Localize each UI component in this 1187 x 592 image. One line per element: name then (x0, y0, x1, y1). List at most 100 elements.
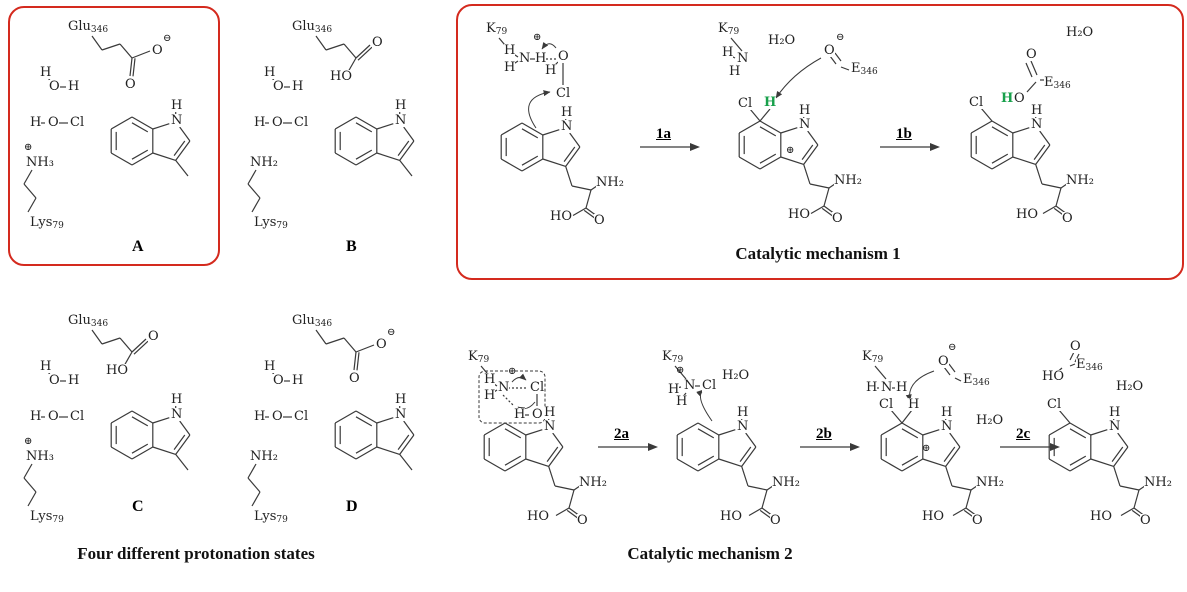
residue-subscript: 346 (972, 378, 990, 388)
residue-subscript: 346 (314, 25, 333, 35)
hydrogen-bond (502, 394, 515, 407)
carbonyl-o-label: O (832, 211, 843, 226)
residue-text: Glu (292, 19, 315, 34)
carboxyl-ho-label: HO (1016, 207, 1038, 222)
residue-text: Glu (68, 313, 91, 328)
amine-h-label: H (896, 380, 908, 395)
positive-charge: ⊕ (24, 142, 33, 153)
water-h-label: H (40, 65, 52, 80)
residue-text: Lys (30, 215, 53, 230)
glutamate-sidechain (91, 35, 151, 77)
e346-label: E346 (1076, 358, 1103, 373)
reaction-arrow-1a (639, 142, 701, 152)
carbonyl-o-label: O (1070, 339, 1081, 354)
indole-h-label: H (561, 105, 573, 120)
panel-letter-a: A (132, 238, 144, 255)
curved-electron-arrow (905, 370, 935, 402)
positive-charge: ⊕ (24, 436, 33, 447)
carbonyl-o-label: O (577, 513, 588, 528)
glu346-label: Glu346 (68, 19, 109, 35)
residue-subscript: 79 (871, 355, 884, 365)
indole-h-label: H (544, 405, 556, 420)
reaction-arrow-2c (999, 442, 1061, 452)
amine-h-label: H (729, 64, 741, 79)
water-formula-label: H₂O (1066, 25, 1094, 40)
chloro-indoleninium-structure (881, 416, 979, 520)
residue-text: Glu (68, 19, 91, 34)
indole-n-label: N (544, 419, 556, 434)
indole-h-label: H (395, 392, 407, 407)
indole-n-label: N (171, 407, 183, 422)
negative-charge: ⊖ (387, 327, 396, 338)
residue-subscript: 346 (314, 319, 333, 329)
water-o-label: O (273, 79, 284, 94)
glutamate-sidechain (315, 329, 375, 371)
carboxylate-o-label: O (824, 43, 835, 58)
caption-protonation-states: Four different protonation states (77, 544, 315, 563)
water-h-label: H (292, 373, 304, 388)
carbonyl-o-label: O (1140, 513, 1151, 528)
amine-h-label: H (535, 51, 547, 66)
amine-n-label: N (684, 378, 696, 393)
amine-label: NH₂ (834, 173, 862, 188)
curved-electron-arrow (517, 401, 536, 413)
glu346-label: Glu346 (292, 19, 333, 35)
hocl-h-label: H (30, 409, 42, 424)
indole-h-label: H (171, 98, 183, 113)
k79-label: K79 (662, 350, 684, 365)
chlorine-label: Cl (530, 380, 545, 395)
amine-n-label: N (881, 380, 893, 395)
lys79-label: Lys79 (30, 216, 64, 231)
amine-label: NH₂ (1144, 475, 1172, 490)
amine-label: NH₂ (772, 475, 800, 490)
panel-letter-b: B (346, 238, 357, 255)
curved-electron-arrow (696, 389, 713, 422)
positive-charge: ⊕ (676, 365, 685, 376)
step-label-2b: 2b (816, 426, 832, 442)
residue-text: K (468, 349, 478, 364)
residue-subscript: 79 (671, 355, 684, 365)
residue-subscript: 346 (1085, 363, 1103, 373)
lys79-label: Lys79 (254, 216, 288, 231)
caption-mechanism-1: Catalytic mechanism 1 (735, 244, 901, 263)
hocl-h-label: H (30, 115, 42, 130)
amine-n-label: N (737, 51, 749, 66)
carboxyl-ho-label: HO (527, 509, 549, 524)
step-label-2c: 2c (1016, 426, 1031, 442)
chlorine-label: Cl (294, 115, 309, 130)
positive-charge: ⊕ (508, 366, 517, 377)
negative-charge: ⊖ (163, 33, 172, 44)
hocl-o-label: O (48, 409, 59, 424)
residue-subscript: 346 (860, 67, 878, 77)
e346-label: E346 (963, 373, 990, 388)
step-label-1a: 1a (656, 126, 671, 142)
indole-n-label: N (941, 419, 953, 434)
carboxyl-ho-label: HO (1042, 369, 1064, 384)
lysine-sidechain (247, 169, 261, 213)
curved-electron-arrow (528, 90, 551, 129)
indole-h-label: H (395, 98, 407, 113)
residue-subscript: 79 (276, 515, 288, 525)
carboxyl-ho-label: HO (550, 209, 572, 224)
carboxylate-o-label: O (152, 43, 163, 58)
tryptophan-structure (484, 416, 582, 520)
residue-text: E (1076, 357, 1086, 372)
chlorine-label: Cl (1047, 397, 1062, 412)
residue-text: Lys (30, 509, 53, 524)
amine-h-label: H (722, 45, 734, 60)
water-h-label: H (40, 359, 52, 374)
amine-h-label: H (504, 43, 516, 58)
reaction-arrow-1b (879, 142, 941, 152)
hydroxyl-ho-label: HO (330, 69, 352, 84)
hocl-o-label: O (272, 409, 283, 424)
step-label-1b: 1b (896, 126, 912, 142)
e346-label: E346 (1044, 76, 1071, 91)
carboxyl-ho-label: HO (922, 509, 944, 524)
indole-n-label: N (1031, 117, 1043, 132)
water-h-label: H (264, 65, 276, 80)
indole-h-label: H (171, 392, 183, 407)
indole-n-label: N (395, 407, 407, 422)
reaction-arrow-2b (799, 442, 861, 452)
water-formula-label: H₂O (768, 33, 796, 48)
